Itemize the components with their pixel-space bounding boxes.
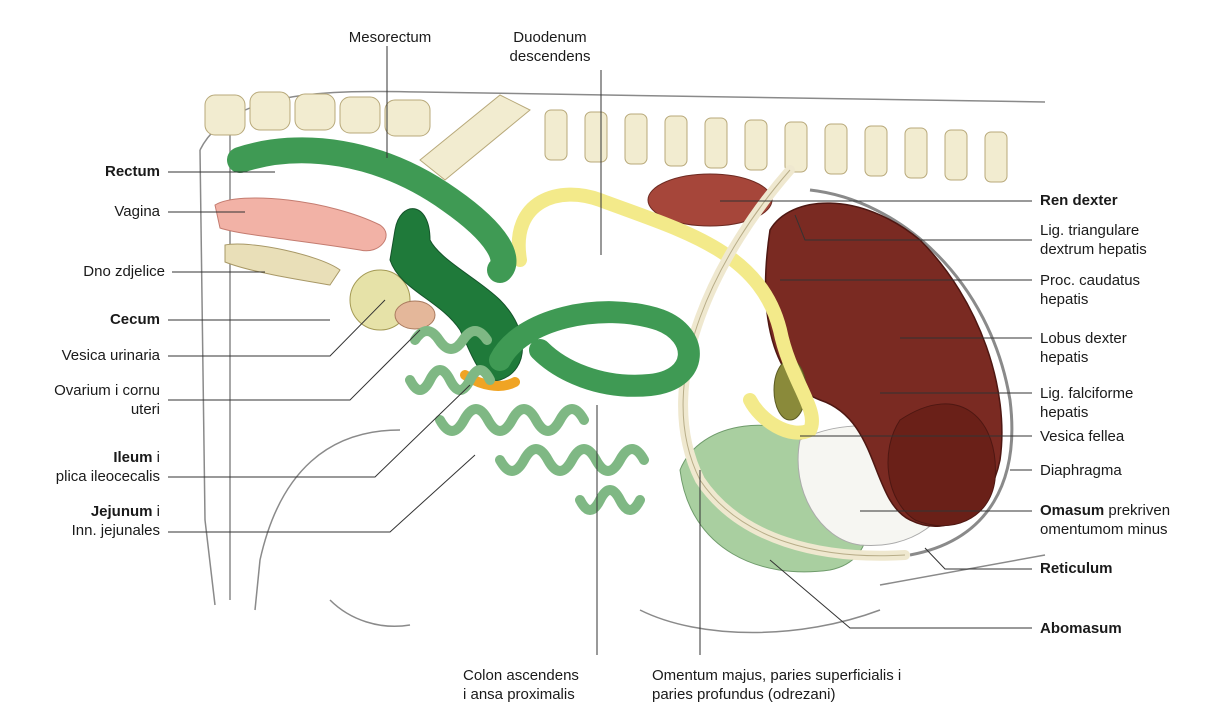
label-ileum-bold: Ileum [113, 449, 152, 466]
label-ileum-rest: i [153, 449, 161, 466]
ovary-shape [395, 301, 435, 329]
label-omasum-line1: Omasum prekriven [1040, 501, 1170, 520]
label-omentum-line1: Omentum majus, paries superficialis i [652, 666, 901, 685]
sacrum [420, 95, 530, 180]
label-proc-caudatus-line2: hepatis [1040, 290, 1088, 309]
label-jejunum-line2: Inn. jejunales [10, 521, 160, 540]
label-colon-line2: i ansa proximalis [463, 685, 575, 704]
vertebra [625, 114, 647, 164]
vertebra [295, 94, 335, 130]
label-ileum-line1: Ileum i [10, 448, 160, 467]
label-omasum-line2: omentumom minus [1040, 520, 1168, 539]
vertebra [945, 130, 967, 180]
label-abomasum: Abomasum [1040, 619, 1122, 638]
label-lobus-dexter-line2: hepatis [1040, 348, 1088, 367]
label-ileum-line2: plica ileocecalis [10, 467, 160, 486]
label-ren-text: Ren dexter [1040, 192, 1118, 209]
label-ren-dexter: Ren dexter [1040, 191, 1118, 210]
label-vesica-fellea: Vesica fellea [1040, 427, 1124, 446]
vertebra [205, 95, 245, 135]
label-ovarium-line1: Ovarium i cornu [10, 381, 160, 400]
label-rectum-text: Rectum [105, 163, 160, 180]
label-proc-caudatus-line1: Proc. caudatus [1040, 271, 1140, 290]
colon-shape [500, 312, 689, 386]
label-reticulum-text: Reticulum [1040, 560, 1113, 577]
vertebra [785, 122, 807, 172]
label-vesica-urinaria: Vesica urinaria [10, 346, 160, 365]
label-jejunum-line1: Jejunum i [10, 502, 160, 521]
label-omentum-line2: paries profundus (odrezani) [652, 685, 835, 704]
vertebra [905, 128, 927, 178]
label-omasum-rest: prekriven [1104, 502, 1170, 519]
label-dno-zdjelice: Dno zdjelice [20, 262, 165, 281]
label-jejunum-bold: Jejunum [91, 503, 153, 520]
label-diaphragma: Diaphragma [1040, 461, 1122, 480]
label-mesorectum: Mesorectum [335, 28, 445, 47]
label-duodenum-line1: Duodenum [490, 28, 610, 47]
liver-lobe-lower [888, 404, 995, 526]
label-duodenum-line2: descendens [490, 47, 610, 66]
vertebra [585, 112, 607, 162]
label-lig-triangulare-line2: dextrum hepatis [1040, 240, 1147, 259]
vertebra [745, 120, 767, 170]
label-vagina: Vagina [40, 202, 160, 221]
vertebra [250, 92, 290, 130]
vertebra [340, 97, 380, 133]
vertebra [705, 118, 727, 168]
jejunum-shape [410, 331, 644, 510]
label-abomasum-text: Abomasum [1040, 620, 1122, 637]
label-jejunum-rest: i [153, 503, 161, 520]
vagina-shape [215, 198, 386, 251]
label-cecum-text: Cecum [110, 311, 160, 328]
label-lig-falciforme-line1: Lig. falciforme [1040, 384, 1133, 403]
vertebral-column [205, 92, 1007, 182]
label-rectum: Rectum [40, 162, 160, 181]
label-lobus-dexter-line1: Lobus dexter [1040, 329, 1127, 348]
label-colon-line1: Colon ascendens [463, 666, 579, 685]
vertebra [825, 124, 847, 174]
vertebra [665, 116, 687, 166]
vertebra [545, 110, 567, 160]
label-ovarium-line2: uteri [10, 400, 160, 419]
label-omasum-bold: Omasum [1040, 502, 1104, 519]
label-reticulum: Reticulum [1040, 559, 1113, 578]
label-lig-triangulare-line1: Lig. triangulare [1040, 221, 1139, 240]
vertebra [865, 126, 887, 176]
vertebra [385, 100, 430, 136]
pelvic-floor-shape [225, 244, 340, 285]
label-lig-falciforme-line2: hepatis [1040, 403, 1088, 422]
label-cecum: Cecum [40, 310, 160, 329]
vertebra [985, 132, 1007, 182]
